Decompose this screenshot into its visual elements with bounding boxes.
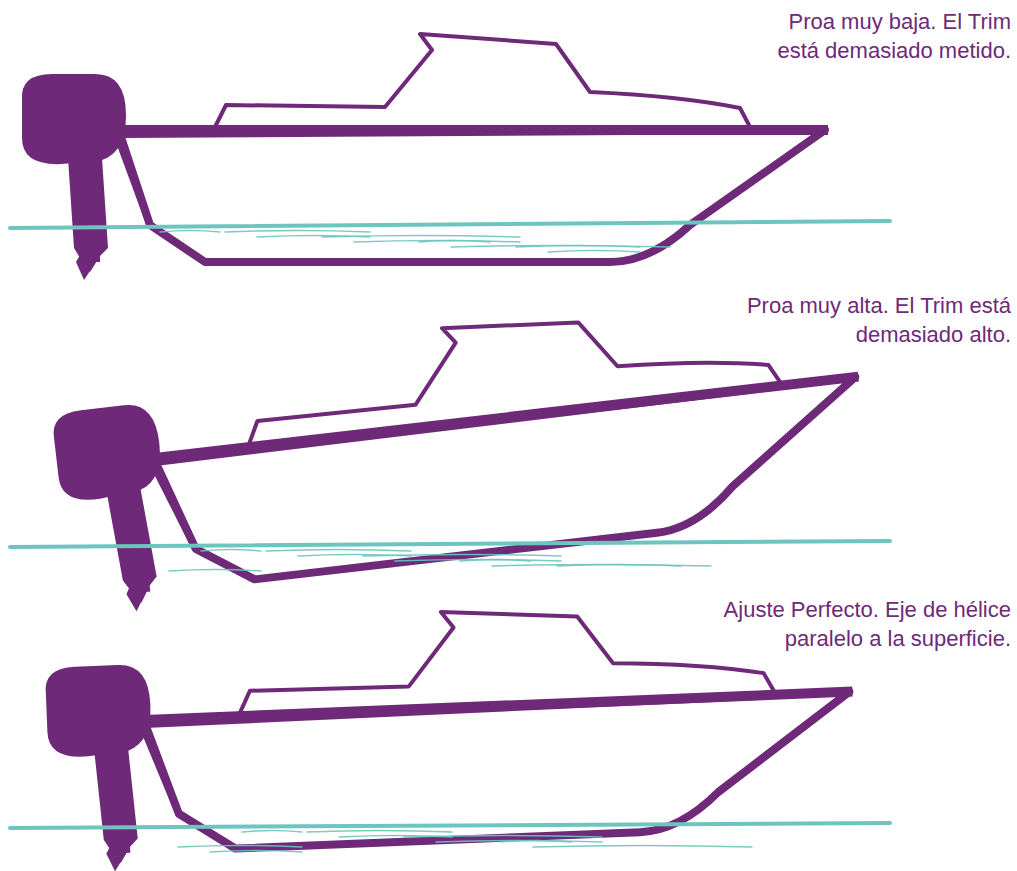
caption-text: Ajuste Perfecto. Eje de hélice paralelo … [671, 596, 1011, 653]
wave-stroke [178, 846, 302, 848]
wave-stroke [492, 565, 711, 567]
wave-stroke [322, 236, 520, 238]
wave-stroke [501, 841, 572, 843]
wave-stroke [307, 831, 452, 833]
wave-stroke [210, 851, 302, 853]
wave-stroke [354, 241, 520, 243]
wave-stroke [242, 831, 302, 833]
wave-stroke [169, 570, 261, 572]
wave-stroke [451, 246, 670, 248]
wave-stroke [404, 836, 602, 838]
wave-stroke [419, 241, 490, 243]
wave-stroke [395, 560, 561, 562]
wave-stroke [201, 550, 261, 552]
wave-stroke [160, 231, 220, 233]
wave-stroke [225, 231, 370, 233]
wave-stroke [460, 560, 531, 562]
caption-text: Proa muy baja. El Trim está demasiado me… [741, 8, 1011, 65]
wave-stroke [266, 550, 411, 552]
wave-stroke [548, 251, 640, 253]
wave-stroke [436, 841, 602, 843]
wave-stroke [557, 565, 681, 567]
wave-stroke [516, 246, 640, 248]
wave-stroke [533, 846, 752, 848]
caption-text: Proa muy alta. El Trim está demasiado al… [741, 292, 1011, 349]
wave-stroke [363, 555, 561, 557]
